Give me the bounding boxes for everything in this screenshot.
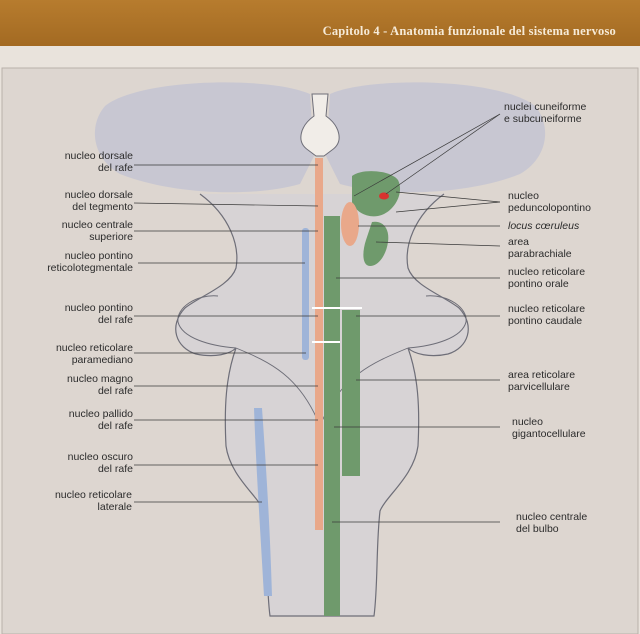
label-locus-coeruleus: locus cœruleus xyxy=(508,220,580,232)
pons-lobe-right xyxy=(407,295,467,349)
locus-coeruleus-region xyxy=(341,202,359,246)
left-leader-lines xyxy=(133,164,319,503)
tectum-center xyxy=(300,93,340,157)
reticular-column-medial xyxy=(324,216,340,616)
brainstem-illustration xyxy=(1,67,639,634)
pons-lobe-left xyxy=(177,295,237,349)
raphe-column xyxy=(315,158,323,530)
parabrachial-area xyxy=(363,221,389,266)
reticular-column-lateral xyxy=(342,310,360,476)
chapter-title: Capitolo 4 - Anatomia funzionale del sis… xyxy=(322,24,616,38)
cuneiform-nucleus xyxy=(379,192,389,200)
right-leader-lines xyxy=(332,113,501,523)
lateral-reticular-column xyxy=(254,408,272,596)
chapter-header: Capitolo 4 - Anatomia funzionale del sis… xyxy=(0,0,640,46)
peduncolopontine-region xyxy=(352,171,401,217)
pontine-reticulotegmental-column xyxy=(302,228,309,360)
